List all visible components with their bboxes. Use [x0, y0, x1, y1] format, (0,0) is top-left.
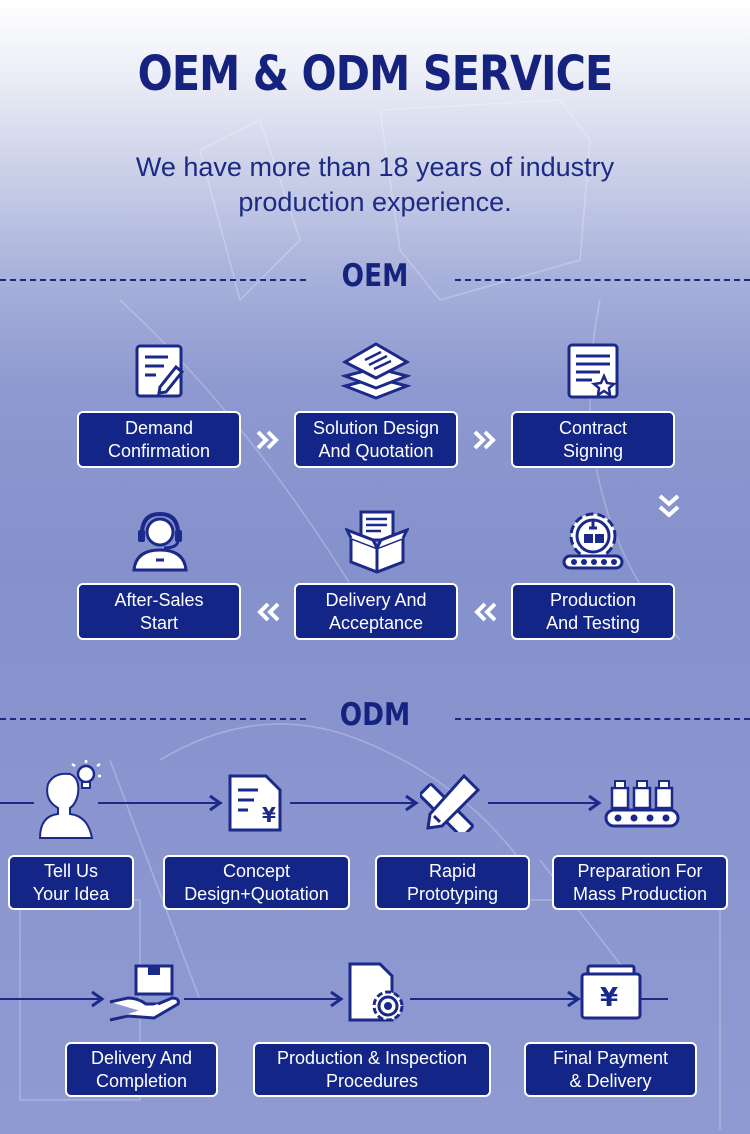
page-title: OEM & ODM SERVICE	[137, 46, 614, 102]
odm-step-mass-production-prep: Preparation For Mass Production	[552, 855, 728, 910]
oem-step-demand-confirmation: Demand Confirmation	[77, 411, 241, 468]
arrow-right-icon	[566, 990, 582, 1013]
conveyor-icon	[604, 776, 680, 830]
edit-document-icon	[134, 343, 186, 399]
odm-step-final-payment: Final Payment & Delivery	[524, 1042, 697, 1097]
odm-flow-line-1d	[488, 802, 600, 804]
oem-step-after-sales: After-Sales Start	[77, 583, 241, 640]
ruler-pencil-icon	[420, 770, 484, 832]
chevron-left-icon	[473, 602, 497, 627]
odm-flow-line-2d	[640, 998, 668, 1000]
odm-flow-line-1c	[290, 802, 418, 804]
arrow-right-icon	[329, 990, 345, 1013]
subtitle-line-1: We have more than 18 years of industry	[135, 152, 615, 182]
arrow-right-icon	[208, 794, 224, 817]
customer-service-icon	[128, 510, 192, 572]
odm-step-concept-design: Concept Design+Quotation	[163, 855, 350, 910]
layers-icon	[341, 340, 411, 402]
odm-flow-line-1a	[0, 802, 34, 804]
odm-divider-left	[0, 718, 306, 720]
factory-gear-icon	[560, 510, 626, 572]
odm-step-rapid-prototyping: Rapid Prototyping	[375, 855, 530, 910]
odm-step-tell-us-idea: Tell Us Your Idea	[8, 855, 134, 910]
oem-section-label: OEM	[341, 258, 409, 294]
oem-step-production-testing: Production And Testing	[511, 583, 675, 640]
idea-person-icon	[36, 760, 102, 840]
open-box-icon	[345, 508, 409, 574]
contract-icon	[566, 342, 622, 400]
odm-flow-line-2a	[0, 998, 100, 1000]
oem-step-delivery-acceptance: Delivery And Acceptance	[294, 583, 458, 640]
odm-section-label: ODM	[339, 697, 411, 733]
page-subtitle: We have more than 18 years of industry p…	[0, 150, 750, 220]
odm-divider-right	[455, 718, 750, 720]
oem-divider-left	[0, 279, 306, 281]
odm-step-delivery-completion: Delivery And Completion	[65, 1042, 218, 1097]
chevron-right-icon	[473, 430, 497, 455]
hand-box-icon	[108, 962, 182, 1022]
odm-flow-line-2c	[410, 998, 580, 1000]
oem-step-solution-design: Solution Design And Quotation	[294, 411, 458, 468]
svg-text:¥: ¥	[600, 983, 618, 1013]
odm-step-production-inspection: Production & Inspection Procedures	[253, 1042, 491, 1097]
subtitle-line-2: production experience.	[238, 187, 512, 217]
svg-text:¥: ¥	[262, 803, 276, 827]
odm-flow-line-1b	[98, 802, 222, 804]
document-gear-icon	[346, 962, 408, 1024]
chevron-right-icon	[256, 430, 280, 455]
oem-divider-right	[455, 279, 750, 281]
quotation-document-icon: ¥	[226, 772, 284, 834]
odm-flow-line-2b	[184, 998, 340, 1000]
arrow-right-icon	[90, 990, 106, 1013]
arrow-right-icon	[404, 794, 420, 817]
arrow-right-icon	[587, 794, 603, 817]
chevron-left-icon	[256, 602, 280, 627]
oem-step-contract-signing: Contract Signing	[511, 411, 675, 468]
payment-wallet-icon: ¥	[580, 962, 642, 1020]
chevron-down-icon	[658, 494, 680, 525]
